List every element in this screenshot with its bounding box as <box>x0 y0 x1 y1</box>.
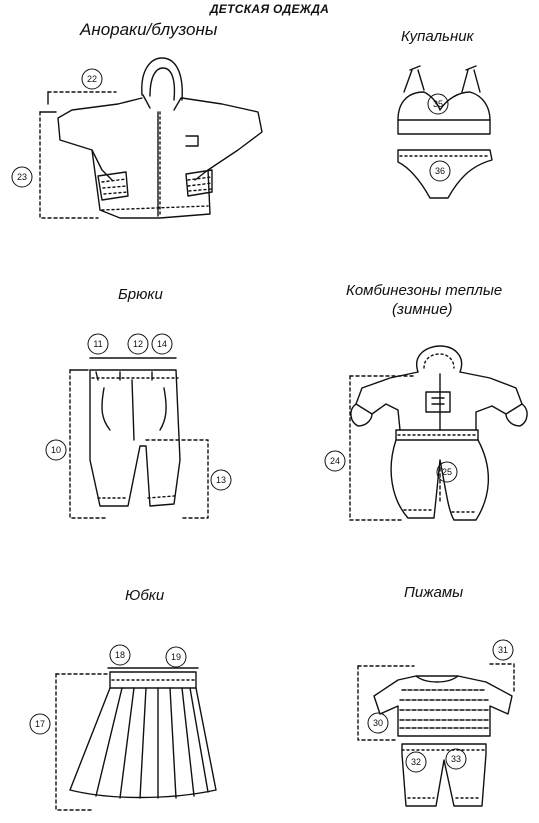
measurement-markers: 22 23 35 36 11 12 14 10 13 24 25 18 19 1… <box>11 68 514 773</box>
marker-19: 19 <box>165 646 187 668</box>
page-title: ДЕТСКАЯ ОДЕЖДА <box>209 2 330 16</box>
swimsuit-label: Купальник <box>401 28 474 45</box>
svg-text:11: 11 <box>93 339 102 349</box>
marker-10: 10 <box>45 439 67 461</box>
marker-32: 32 <box>405 751 427 773</box>
pajamas-drawing <box>357 663 515 807</box>
marker-31: 31 <box>492 639 514 661</box>
svg-text:36: 36 <box>435 166 445 176</box>
svg-text:24: 24 <box>330 456 340 466</box>
skirts-label: Юбки <box>125 587 165 604</box>
anoraks-label: Анораки/блузоны <box>80 20 218 39</box>
svg-text:25: 25 <box>442 467 452 477</box>
marker-17: 17 <box>29 713 51 735</box>
marker-33: 33 <box>445 748 467 770</box>
svg-text:13: 13 <box>216 475 226 485</box>
marker-25: 25 <box>436 461 458 483</box>
marker-22: 22 <box>81 68 103 90</box>
overalls-drawing <box>349 345 528 521</box>
marker-13: 13 <box>210 469 232 491</box>
marker-30: 30 <box>367 712 389 734</box>
overalls-label-line1: Комбинезоны теплые <box>346 282 503 299</box>
marker-35: 35 <box>427 93 449 115</box>
swimsuit-drawing <box>397 65 493 199</box>
svg-text:14: 14 <box>157 339 167 349</box>
pajamas-label: Пижамы <box>404 584 464 601</box>
svg-text:12: 12 <box>133 339 143 349</box>
skirt-drawing <box>55 667 217 811</box>
svg-text:35: 35 <box>433 99 443 109</box>
svg-text:33: 33 <box>451 754 461 764</box>
trousers-drawing <box>69 357 209 519</box>
marker-36: 36 <box>429 160 451 182</box>
svg-text:23: 23 <box>17 172 27 182</box>
svg-text:22: 22 <box>87 74 97 84</box>
svg-text:30: 30 <box>373 718 383 728</box>
trousers-label: Брюки <box>118 286 163 303</box>
overalls-label-line2: (зимние) <box>392 301 453 318</box>
marker-11: 11 <box>87 333 109 355</box>
svg-text:10: 10 <box>51 445 61 455</box>
marker-18: 18 <box>109 644 131 666</box>
svg-text:17: 17 <box>35 719 45 729</box>
svg-text:31: 31 <box>498 645 508 655</box>
marker-14: 14 <box>151 333 173 355</box>
marker-12: 12 <box>127 333 149 355</box>
marker-23: 23 <box>11 166 33 188</box>
svg-text:32: 32 <box>411 757 421 767</box>
anorak-drawing <box>39 57 263 219</box>
svg-text:19: 19 <box>171 652 181 662</box>
marker-24: 24 <box>324 450 346 472</box>
svg-text:18: 18 <box>115 650 125 660</box>
